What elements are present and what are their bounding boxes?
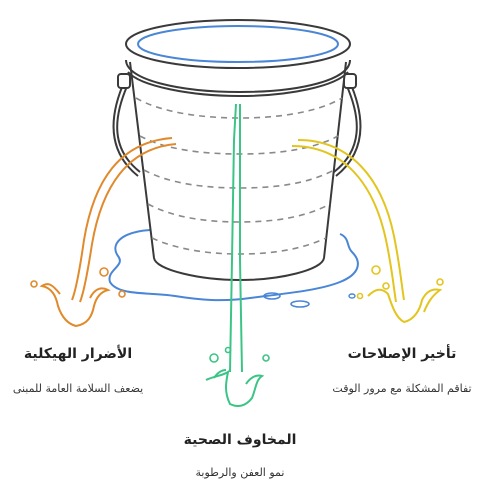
repair-delay-subtitle: تفاقم المشكلة مع مرور الوقت [332,382,472,395]
health-concerns-title: المخاوف الصحية [183,432,297,448]
center-splash-drop [209,353,219,363]
puddle-drop [263,292,281,300]
bucket-dashed-line [143,169,335,189]
structural-damage-title: الأضرار الهيكلية [23,346,133,362]
left-splash [39,283,111,328]
structural-damage-subtitle: يضعف السلامة العامة للمبنى [12,382,144,395]
center-leak-stream [229,103,237,373]
right-leak-stream [297,139,405,301]
health-concerns-subtitle: نمو العفن والرطوبة [195,466,285,479]
handle-lug [117,73,131,89]
left-leak-stream [79,143,177,303]
left-splash-drop [118,290,126,298]
right-leak-stream [291,145,397,303]
center-splash [205,369,265,407]
bucket-handle [116,83,141,173]
water-puddle [108,229,359,302]
left-splash-drop [30,280,38,288]
center-leak-stream [239,104,243,373]
center-splash [213,369,227,379]
label-repair-delay: تأخير الإصلاحات تفاقم المشكلة مع مرور ال… [324,346,480,395]
right-splash [367,288,443,324]
left-splash-drop [99,267,109,277]
repair-delay-title: تأخير الإصلاحات [347,346,457,362]
center-splash-drop [224,346,232,354]
bucket-handle [333,83,358,173]
right-splash-drop [382,282,390,290]
bucket-handle [112,79,139,177]
center-splash-drop [262,354,270,362]
label-structural-damage: الأضرار الهيكلية يضعف السلامة العامة للم… [0,346,156,395]
handle-lug [343,73,357,89]
bucket-rim-band [127,71,349,98]
right-splash-drop [436,278,444,286]
label-health-concerns: المخاوف الصحية نمو العفن والرطوبة [150,432,330,479]
bucket-handle [335,79,362,177]
water-surface [137,25,339,63]
right-splash-drop [371,265,381,275]
bucket-rim-lower [125,59,351,94]
bucket-dashed-line [147,203,331,223]
left-leak-stream [71,137,173,301]
puddle-drop [290,300,310,308]
puddle-drop [348,293,356,299]
bucket-body [129,61,347,282]
right-splash-drop [356,292,364,300]
